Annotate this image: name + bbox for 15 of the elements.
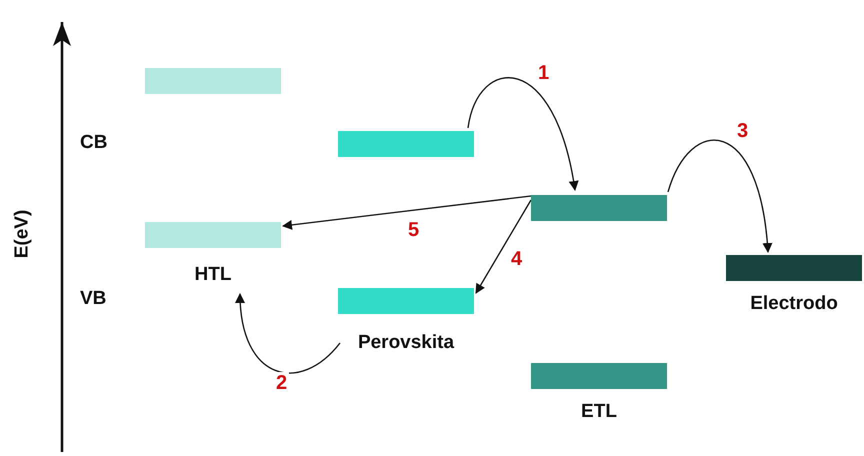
- axis-title: E(eV): [11, 210, 34, 258]
- energy-level-bar: [145, 68, 281, 94]
- layer-label: HTL: [194, 264, 232, 286]
- arrow: [667, 140, 772, 253]
- axis-label: CB: [80, 132, 108, 154]
- arrow: [236, 293, 340, 374]
- layer-label: Electrodo: [749, 293, 839, 315]
- energy-level-bar: [338, 131, 474, 157]
- arrow: [475, 200, 532, 294]
- axis-label: VB: [80, 288, 106, 310]
- energy-level-bar: [531, 195, 667, 221]
- layer-label: ETL: [580, 401, 618, 423]
- layer-label: Perovskita: [356, 332, 456, 354]
- arrow: [467, 77, 578, 191]
- arrow: [282, 195, 532, 230]
